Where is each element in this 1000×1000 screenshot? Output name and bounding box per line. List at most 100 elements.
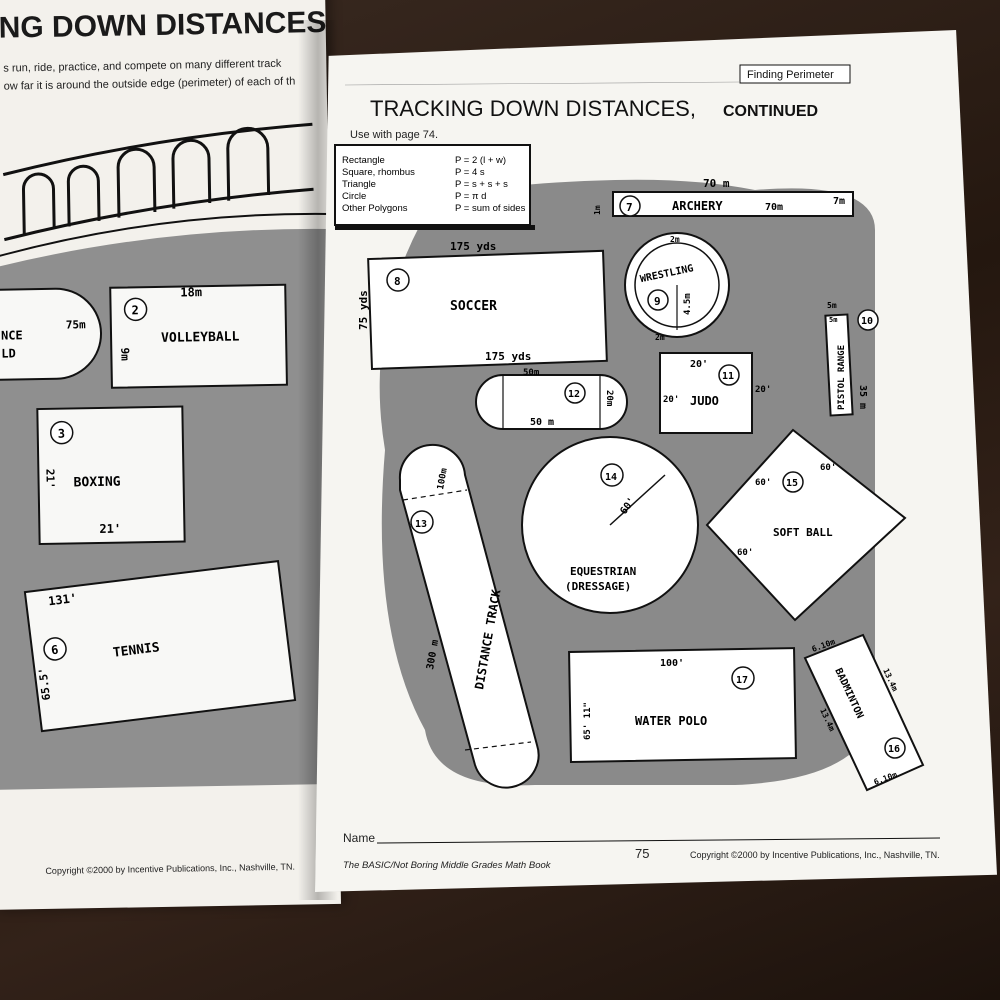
equestrian-arena: 14 EQUESTRIAN (DRESSAGE) 60' [521, 436, 699, 614]
softball-side-1: 60' [820, 463, 836, 473]
volleyball-court: 2 VOLLEYBALL 18m 9m [109, 283, 288, 389]
archery-width: 1m [593, 205, 602, 215]
volleyball-length: 18m [180, 285, 202, 299]
formula-4: P = π d [455, 191, 486, 202]
judo-left: 20' [663, 395, 679, 405]
badminton-court: 16 BADMINTON 6.10m 13.4m 13.4m 6.10m [803, 633, 925, 792]
left-page-art: NG DOWN DISTANCES s run, ride, practice,… [0, 6, 339, 876]
wrestling-bottom: 2m [655, 333, 665, 342]
left-copyright: Copyright ©2000 by Incentive Publication… [45, 862, 295, 876]
water-polo-width: 65' 11" [583, 702, 593, 740]
water-polo-pool: 17 WATER POLO 100' 65' 11" [568, 647, 797, 764]
left-page: NG DOWN DISTANCES s run, ride, practice,… [0, 0, 342, 910]
wrestling-top: 2m [670, 235, 680, 244]
formula-box: Rectangle P = 2 (l + w) Square, rhombus … [334, 144, 535, 230]
field-label-1: NCE [1, 328, 23, 342]
left-title: NG DOWN DISTANCES [0, 6, 327, 45]
pistol-top: 5m [827, 301, 837, 310]
formula-5: P = sum of sides [455, 203, 526, 214]
judo-right: 20' [755, 385, 771, 395]
equestrian-label: EQUESTRIAN [570, 565, 636, 578]
tennis-number: 6 [50, 643, 59, 658]
distance-end: 100m [436, 467, 450, 491]
judo-mat: 11 JUDO 20' 20' 20' [659, 352, 771, 434]
equestrian-number: 14 [605, 472, 617, 483]
field-shape: 75m NCE LD [0, 287, 103, 381]
field-label-2: LD [1, 346, 16, 360]
soccer-side: 75 yds [357, 290, 370, 330]
stadium-drawing [0, 122, 329, 261]
formula-2: P = 4 s [455, 167, 485, 178]
judo-top: 20' [690, 359, 708, 370]
equestrian-label-2: (DRESSAGE) [565, 580, 631, 593]
water-polo-length: 100' [660, 658, 684, 669]
formula-shape-4: Circle [342, 191, 366, 202]
archery-top: 70 m [703, 177, 730, 190]
soccer-label: SOCCER [450, 299, 497, 314]
softball-label: SOFT BALL [773, 526, 833, 539]
track-12: 12 50m 50 m 20m [475, 368, 628, 430]
tennis-width: 65.5' [36, 667, 53, 701]
softball-side-2: 60' [755, 478, 771, 488]
archery-range: 7 ARCHERY 70 m 70m 7m 1m [593, 177, 854, 217]
boxing-side: 21' [99, 522, 121, 536]
boxing-label: BOXING [73, 475, 120, 491]
left-intro-2: ow far it is around the outside edge (pe… [4, 76, 296, 93]
pistol-range: 10 PISTOL RANGE 5m 5m 35 m [824, 301, 879, 417]
judo-label: JUDO [690, 394, 719, 408]
soccer-number: 8 [394, 275, 401, 288]
volleyball-label: VOLLEYBALL [161, 330, 240, 346]
formula-shape-1: Rectangle [342, 155, 385, 166]
field-dim: 75m [66, 318, 86, 331]
tennis-court: 6 TENNIS 131' 65.5' [23, 559, 297, 733]
book-title: The BASIC/Not Boring Middle Grades Math … [343, 860, 552, 871]
distance-number: 13 [415, 519, 427, 530]
name-line [376, 837, 941, 844]
page-subtitle: Use with page 74. [350, 129, 438, 141]
boxing-side-2: 21' [43, 469, 56, 489]
wrestling-mat: 9 WRESTLING 2m 4.5m 2m [624, 232, 730, 342]
distance-track: 13 DISTANCE TRACK 100m 300 m [398, 443, 540, 789]
pistol-number: 10 [861, 316, 873, 327]
water-polo-label: WATER POLO [635, 714, 707, 728]
name-label: Name [343, 831, 375, 845]
pistol-label: PISTOL RANGE [837, 345, 847, 410]
softball-diamond: 15 SOFT BALL 60' 60' 60' [705, 428, 907, 622]
wrestling-number: 9 [654, 295, 661, 308]
track-12-side: 20m [604, 390, 614, 407]
tennis-length: 131' [47, 591, 77, 608]
soccer-top: 175 yds [450, 240, 496, 253]
track-12-number: 12 [568, 389, 580, 400]
track-12-bottom: 50 m [530, 417, 554, 428]
page-number: 75 [635, 846, 649, 861]
page-title-continued: CONTINUED [723, 103, 818, 120]
formula-shape-3: Triangle [342, 179, 376, 190]
soccer-bottom: 175 yds [485, 350, 531, 363]
volleyball-width: 9m [118, 347, 131, 361]
pistol-length: 35 m [857, 385, 868, 409]
left-intro-1: s run, ride, practice, and compete on ma… [3, 58, 282, 75]
tennis-label: TENNIS [112, 640, 161, 661]
formula-1: P = 2 (l + w) [455, 155, 506, 166]
formula-shape-2: Square, rhombus [342, 167, 415, 178]
boxing-number: 3 [58, 427, 65, 441]
topic-tag: Finding Perimeter [747, 69, 834, 81]
formula-shape-5: Other Polygons [342, 203, 408, 214]
page-title: TRACKING DOWN DISTANCES, [370, 96, 696, 121]
archery-inner: 70m [765, 202, 783, 213]
distance-length: 300 m [425, 639, 441, 671]
right-page: Finding Perimeter TRACKING DOWN DISTANCE… [315, 30, 997, 892]
soccer-field: 8 SOCCER 175 yds 175 yds 75 yds [357, 240, 608, 371]
right-copyright: Copyright ©2000 by Incentive Publication… [690, 850, 940, 860]
formula-3: P = s + s + s [455, 179, 508, 190]
water-polo-number: 17 [736, 675, 748, 686]
topic-tag-box [739, 64, 851, 84]
pistol-top-2: 5m [829, 316, 837, 324]
judo-number: 11 [722, 371, 734, 382]
volleyball-number: 2 [131, 303, 138, 317]
wrestling-radius: 4.5m [683, 293, 693, 315]
softball-number: 15 [786, 478, 798, 489]
right-page-art: Finding Perimeter TRACKING DOWN DISTANCE… [334, 64, 941, 871]
archery-label: ARCHERY [672, 199, 723, 213]
track-12-top: 50m [523, 368, 540, 378]
